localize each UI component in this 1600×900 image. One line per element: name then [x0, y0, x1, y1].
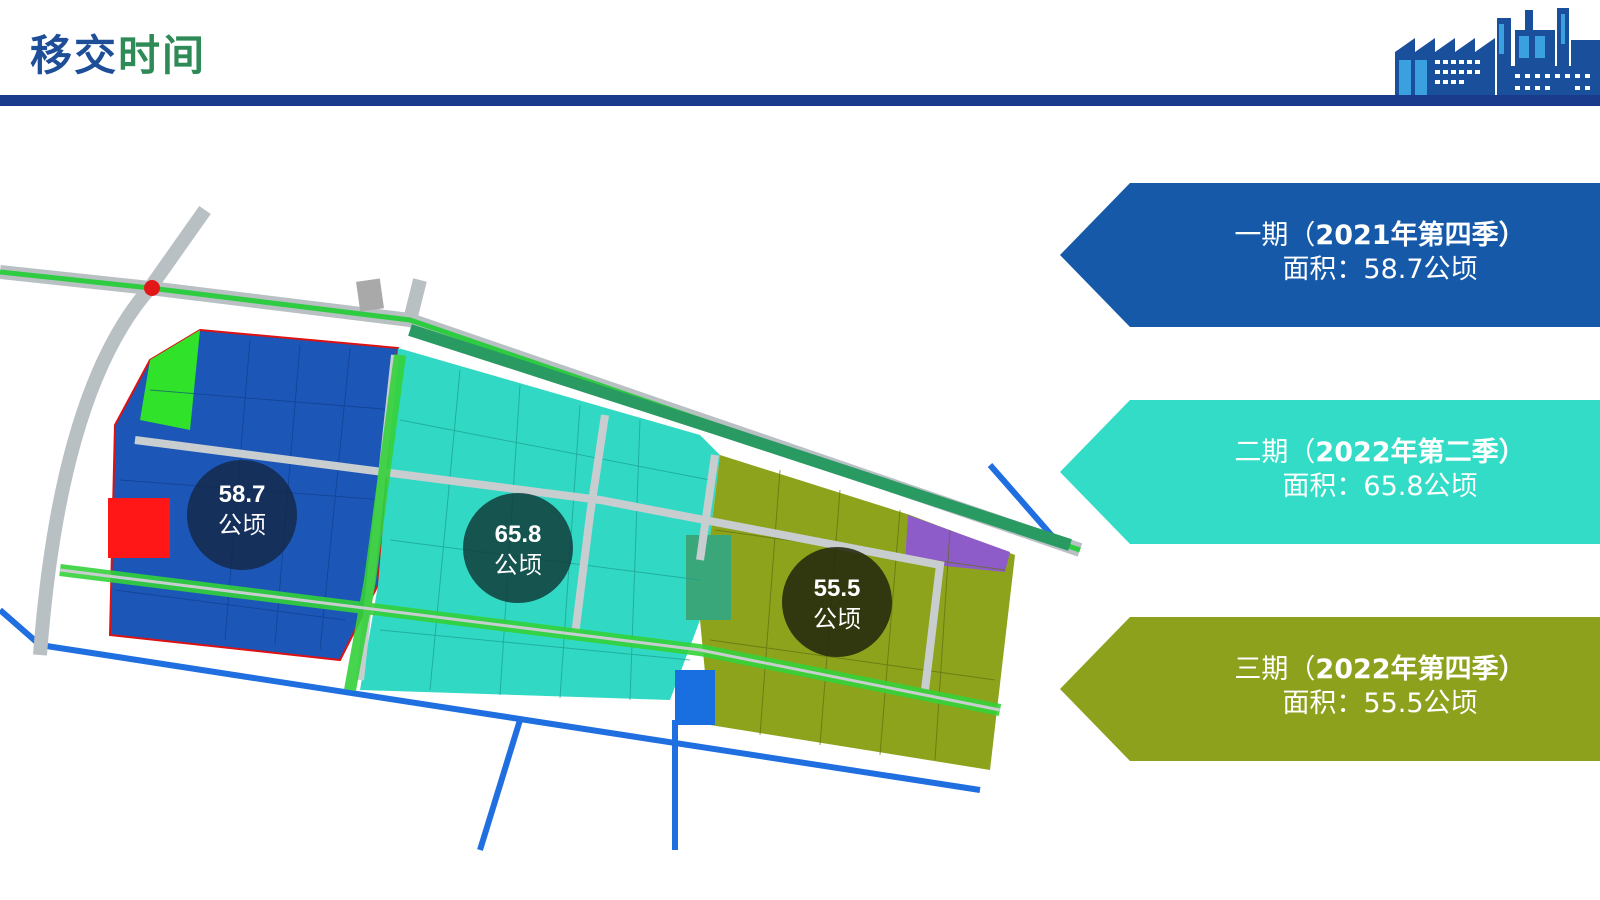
zone-1-area-value: 58.7: [219, 481, 266, 508]
roundabout-marker: [144, 280, 160, 296]
phase-2-banner: 二期（2022年第二季） 面积：65.8公顷: [1060, 400, 1600, 544]
zone-2-bubble: 65.8 公顷: [463, 493, 573, 603]
phase-2-date: 2022年第二季）: [1315, 437, 1526, 468]
phase-1-name: 一期（: [1234, 220, 1316, 251]
phase-1-banner: 一期（2021年第四季） 面积：58.7公顷: [1060, 183, 1600, 327]
phase-1-date: 2021年第四季）: [1315, 220, 1526, 251]
zone-3-area-unit: 公顷: [813, 606, 861, 633]
red-plot: [108, 498, 170, 558]
zone-2-area-unit: 公顷: [494, 552, 542, 579]
zone-1-area-unit: 公顷: [218, 512, 266, 539]
title-part-2: 时间: [118, 31, 207, 80]
header-divider: [0, 95, 1600, 106]
phase-2-name: 二期（: [1234, 437, 1316, 468]
zone-3-area-value: 55.5: [814, 575, 861, 602]
phase-3-date: 2022年第四季）: [1315, 654, 1526, 685]
phase-1-area: 面积：58.7公顷: [1282, 254, 1478, 285]
phase-3-area: 面积：55.5公顷: [1282, 688, 1478, 719]
factory-icon: [1395, 8, 1600, 106]
zone-3-bubble: 55.5 公顷: [782, 547, 892, 657]
phase-2-area: 面积：65.8公顷: [1282, 471, 1478, 502]
phase-3-name: 三期（: [1234, 654, 1316, 685]
zone-2-area-value: 65.8: [495, 521, 542, 548]
site-plan-map: 58.7 公顷 65.8 公顷 55.5 公顷: [0, 205, 1083, 851]
phase-3-title: 三期（2022年第四季）: [1180, 653, 1580, 687]
zone-1-bubble: 58.7 公顷: [187, 460, 297, 570]
page-title: 移交时间: [30, 22, 206, 83]
phase-3-banner: 三期（2022年第四季） 面积：55.5公顷: [1060, 617, 1600, 761]
title-part-1: 移交: [30, 31, 119, 80]
phase-1-title: 一期（2021年第四季）: [1180, 219, 1580, 253]
phase-2-title: 二期（2022年第二季）: [1180, 436, 1580, 470]
